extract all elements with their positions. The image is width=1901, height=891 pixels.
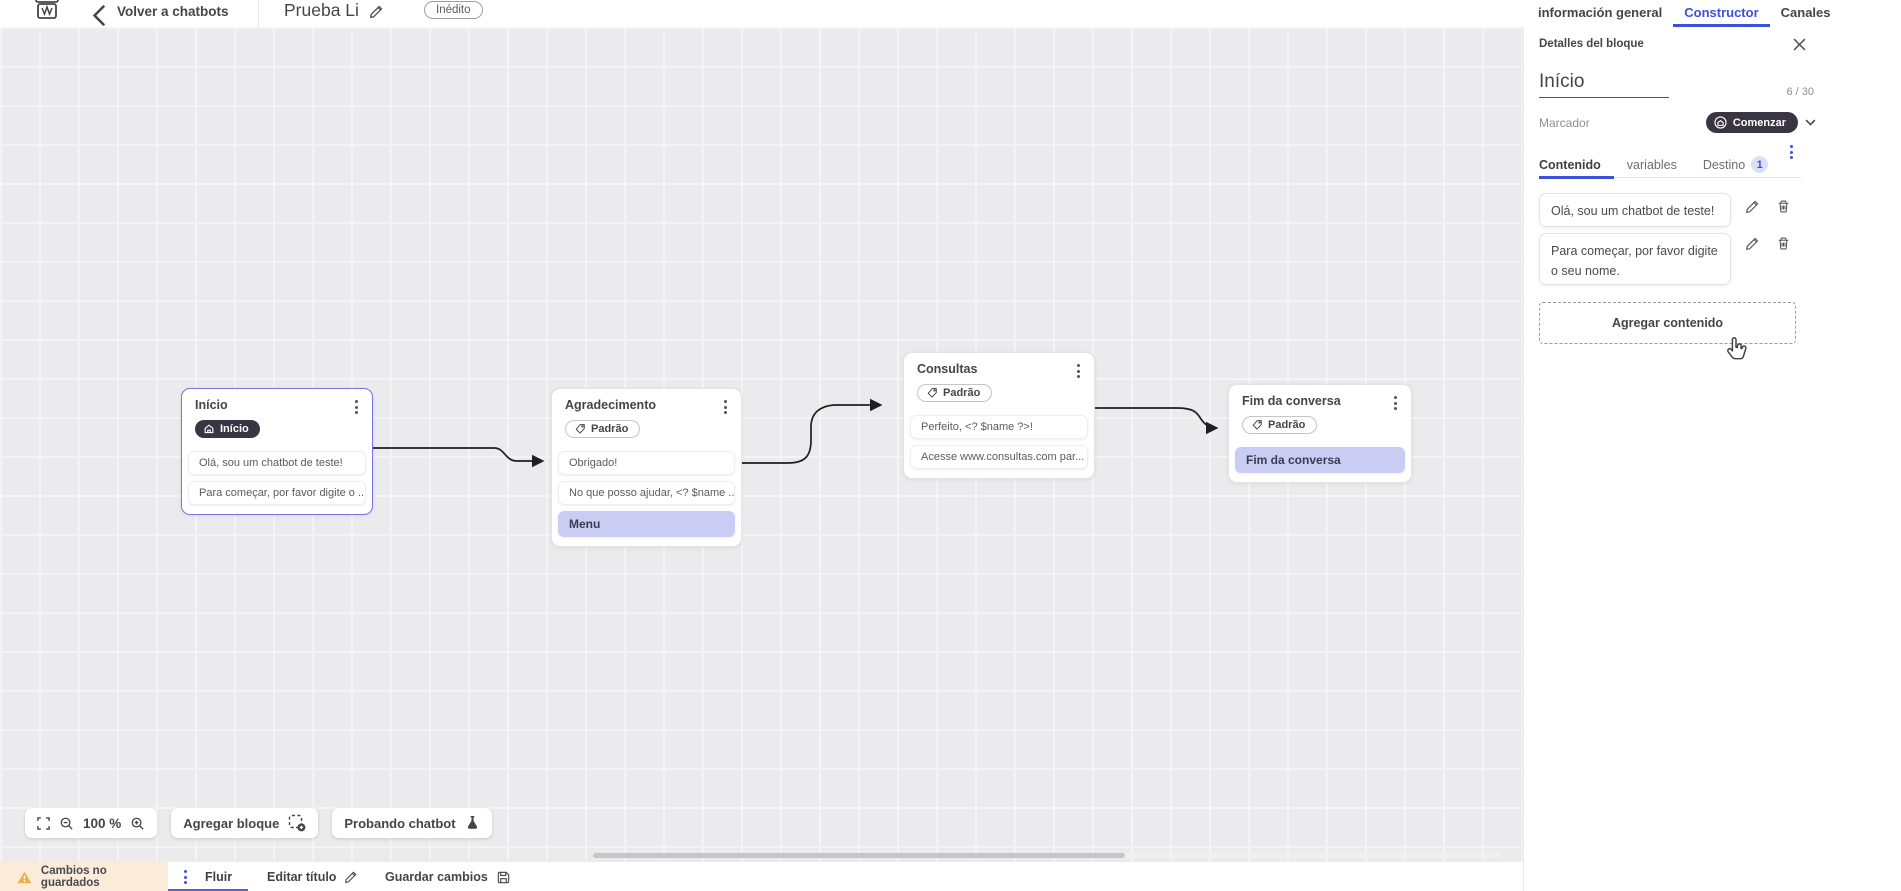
status-badge: Inédito	[424, 1, 483, 19]
edit-pencil-icon[interactable]	[1745, 236, 1760, 251]
add-content-button[interactable]: Agregar contenido	[1539, 302, 1796, 344]
pencil-icon	[345, 871, 357, 884]
node-message-row[interactable]: Obrigado!	[558, 451, 735, 475]
canvas-scrollbar-thumb[interactable]	[593, 853, 1125, 858]
trash-icon[interactable]	[1776, 236, 1791, 251]
add-block-icon	[288, 814, 306, 832]
warning-icon	[17, 871, 32, 883]
flow-menu-icon[interactable]	[180, 868, 191, 886]
trash-icon[interactable]	[1776, 199, 1791, 214]
start-badge: Início	[195, 420, 260, 438]
node-menu-icon[interactable]	[351, 398, 362, 416]
edit-title-button[interactable]: Editar título	[267, 862, 358, 891]
panel-tabs: Contenido variables Destino 1	[1539, 149, 1801, 179]
tag-icon	[575, 424, 585, 434]
node-title: Consultas	[917, 362, 978, 376]
status-bar: Cambios no guardados Fluir Editar título…	[0, 861, 1523, 891]
node-title: Fim da conversa	[1242, 394, 1341, 408]
node-message-row[interactable]: Acesse www.consultas.com par...	[910, 445, 1088, 469]
app-logo-icon	[33, 0, 61, 24]
block-details-panel: Detalles del bloque Início 6 / 30 Marcad…	[1523, 27, 1901, 891]
node-end-row[interactable]: Fim da conversa	[1235, 447, 1405, 473]
save-changes-button[interactable]: Guardar cambios	[385, 862, 511, 891]
back-to-chatbots-link[interactable]: Volver a chatbots	[117, 4, 229, 19]
tab-informacion-general[interactable]: información general	[1538, 5, 1663, 20]
default-badge: Padrão	[565, 420, 641, 438]
default-badge: Padrão	[1242, 416, 1318, 434]
zoom-level: 100 %	[83, 815, 122, 831]
top-bar: Volver a chatbots Prueba Li Inédito info…	[0, 0, 1901, 27]
node-message-row[interactable]: Perfeito, <? $name ?>!	[910, 415, 1088, 439]
zoom-control: 100 %	[25, 808, 158, 838]
node-fim-da-conversa[interactable]: Fim da conversa Padrão Fim da conversa	[1228, 384, 1412, 483]
tab-fluir[interactable]: Fluir	[168, 862, 248, 891]
tab-constructor[interactable]: Constructor	[1673, 0, 1771, 27]
panel-menu-icon[interactable]	[1786, 143, 1797, 161]
tab-destino[interactable]: Destino 1	[1690, 149, 1781, 178]
home-icon	[1714, 116, 1727, 129]
flow-canvas[interactable]: Início Início Olá, sou um chatbot de tes…	[0, 27, 1523, 861]
flask-icon	[465, 815, 480, 831]
node-menu-row[interactable]: Menu	[558, 511, 735, 537]
test-chatbot-button[interactable]: Probando chatbot	[332, 808, 492, 838]
add-block-button[interactable]: Agregar bloque	[171, 808, 319, 838]
chevron-down-icon[interactable]	[1805, 119, 1816, 126]
zoom-out-icon[interactable]	[59, 816, 74, 831]
fullscreen-icon[interactable]	[37, 816, 50, 830]
node-agradecimento[interactable]: Agradecimento Padrão Obrigado! No que po…	[551, 388, 742, 547]
zoom-in-icon[interactable]	[130, 816, 145, 831]
mouse-cursor-icon	[1724, 337, 1748, 365]
node-message-row[interactable]: Para começar, por favor digite o ...	[188, 481, 366, 505]
tag-icon	[927, 388, 937, 398]
tab-variables[interactable]: variables	[1626, 157, 1677, 172]
node-menu-icon[interactable]	[1073, 362, 1084, 380]
node-inicio[interactable]: Início Início Olá, sou um chatbot de tes…	[181, 388, 373, 515]
content-message-card[interactable]: Para começar, por favor digite o seu nom…	[1539, 233, 1731, 285]
chatbot-title: Prueba Li	[284, 0, 359, 20]
tab-contenido[interactable]: Contenido	[1539, 149, 1614, 179]
home-icon	[204, 424, 214, 434]
node-menu-icon[interactable]	[720, 398, 731, 416]
back-icon[interactable]	[93, 5, 105, 26]
node-title: Agradecimento	[565, 398, 656, 412]
connection-wires	[373, 398, 1219, 468]
panel-title: Detalles del bloque	[1539, 38, 1644, 50]
unsaved-changes-chip: Cambios no guardados	[0, 862, 168, 891]
canvas-scrollbar-track	[593, 853, 1500, 858]
canvas-controls: 100 % Agregar bloque Probando chatbot	[25, 808, 492, 838]
node-menu-icon[interactable]	[1390, 394, 1401, 412]
node-title: Início	[195, 398, 228, 412]
node-consultas[interactable]: Consultas Padrão Perfeito, <? $name ?>! …	[903, 352, 1095, 479]
edit-title-pencil-icon[interactable]	[369, 4, 384, 19]
tag-icon	[1252, 420, 1262, 430]
node-message-row[interactable]: Olá, sou um chatbot de teste!	[188, 451, 366, 475]
marker-label: Marcador	[1539, 115, 1590, 130]
main-tabs: información general Constructor Canales	[1527, 0, 1842, 27]
save-icon	[497, 871, 510, 883]
char-counter: 6 / 30	[1786, 86, 1814, 98]
destino-count-badge: 1	[1751, 156, 1769, 173]
topbar-divider	[258, 0, 259, 27]
edit-pencil-icon[interactable]	[1745, 199, 1760, 214]
node-message-row[interactable]: No que posso ajudar, <? $name ...	[558, 481, 735, 505]
block-name-input[interactable]: Início	[1539, 71, 1669, 98]
content-message-card[interactable]: Olá, sou um chatbot de teste!	[1539, 193, 1731, 227]
marker-value-pill[interactable]: Comenzar	[1705, 112, 1798, 133]
default-badge: Padrão	[917, 384, 993, 402]
tab-canales[interactable]: Canales	[1780, 5, 1831, 20]
close-icon[interactable]	[1793, 38, 1806, 51]
